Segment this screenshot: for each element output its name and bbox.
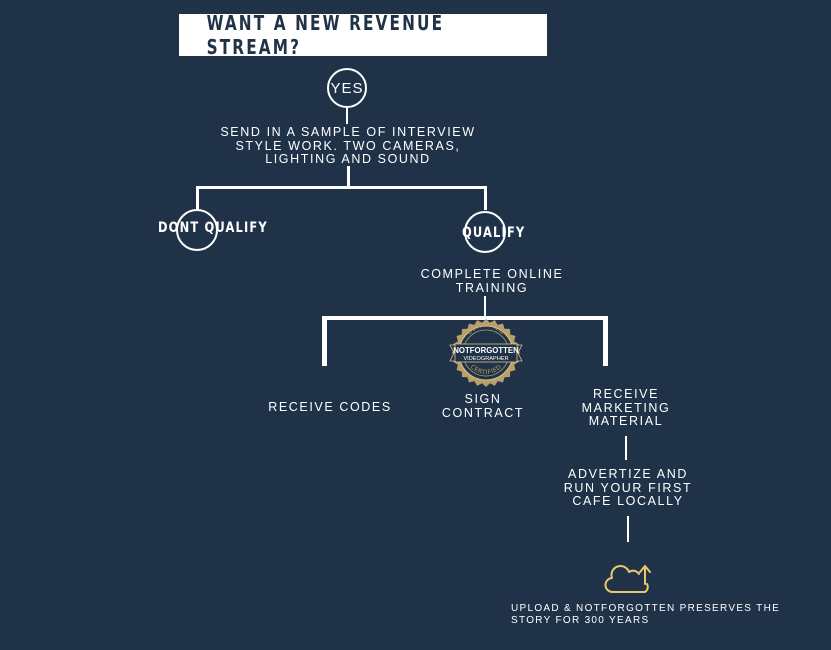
step-training-line: COMPLETE ONLINE <box>420 267 564 281</box>
step-receive-marketing-line: RECEIVE <box>592 387 660 401</box>
step-send-sample-line: STYLE WORK. TWO CAMERAS, <box>235 138 461 153</box>
step-send-sample-line: LIGHTING AND SOUND <box>265 152 431 166</box>
step-advertize: ADVERTIZE AND RUN YOUR FIRST CAFE LOCALL… <box>556 467 700 509</box>
certified-badge-icon: CERTIFIED CERTIFIED NOTFORGOTTEN VIDEOGR… <box>449 319 523 387</box>
connector-advertize-down <box>627 516 629 542</box>
step-sign-contract: SIGN CONTRACT <box>430 392 536 420</box>
step-training: COMPLETE ONLINE TRAINING <box>402 267 582 295</box>
step-advertize-line: ADVERTIZE AND <box>568 467 688 481</box>
step-send-sample: SEND IN A SAMPLE OF INTERVIEW STYLE WORK… <box>218 125 478 167</box>
step-receive-codes: RECEIVE CODES <box>268 400 392 414</box>
branch-horizontal-1 <box>196 186 487 189</box>
branch-horizontal-2 <box>322 316 608 320</box>
step-send-sample-line: SEND IN A SAMPLE OF INTERVIEW <box>220 125 476 139</box>
connector-training-down <box>484 296 486 318</box>
connector-marketing-down <box>625 436 627 460</box>
badge-ribbon <box>449 343 523 363</box>
badge-line-1: NOTFORGOTTEN <box>453 346 519 355</box>
connector-yes-down <box>346 108 348 124</box>
step-advertize-line: CAFE LOCALLY <box>572 494 684 508</box>
step-upload-line: STORY FOR 300 YEARS <box>511 614 650 626</box>
badge-line-2: VIDEOGRAPHER <box>463 356 508 362</box>
qualify-label: QUALIFY <box>462 225 526 241</box>
branch-left-drop <box>196 186 199 210</box>
dont-qualify-label: DONT QUALIFY <box>158 220 268 236</box>
step-receive-marketing-line: MARKETING <box>581 400 671 415</box>
page-title: WANT A NEW REVENUE STREAM? <box>206 11 445 59</box>
step-training-line: TRAINING <box>455 280 529 295</box>
dont-qualify-node <box>176 209 218 251</box>
branch-2-right-drop <box>603 316 608 366</box>
step-sign-contract-line: CONTRACT <box>441 405 525 420</box>
step-receive-marketing: RECEIVE MARKETING MATERIAL <box>566 387 686 429</box>
cloud-upload-icon <box>604 565 651 593</box>
branch-right-drop <box>484 186 487 210</box>
step-upload-line: UPLOAD & NOTFORGOTTEN PRESERVES THE <box>511 603 781 614</box>
step-upload: UPLOAD & NOTFORGOTTEN PRESERVES THE STOR… <box>511 603 811 626</box>
step-sign-contract-line: SIGN <box>464 392 502 406</box>
yes-node: YES <box>327 68 367 108</box>
qualify-node <box>464 211 506 253</box>
title-banner: WANT A NEW REVENUE STREAM? <box>179 11 547 59</box>
branch-2-left-drop <box>322 316 327 366</box>
step-advertize-line: RUN YOUR FIRST <box>563 480 693 495</box>
step-receive-marketing-line: MATERIAL <box>588 414 664 428</box>
connector-sample-down <box>347 166 350 188</box>
yes-label: YES <box>330 79 364 97</box>
